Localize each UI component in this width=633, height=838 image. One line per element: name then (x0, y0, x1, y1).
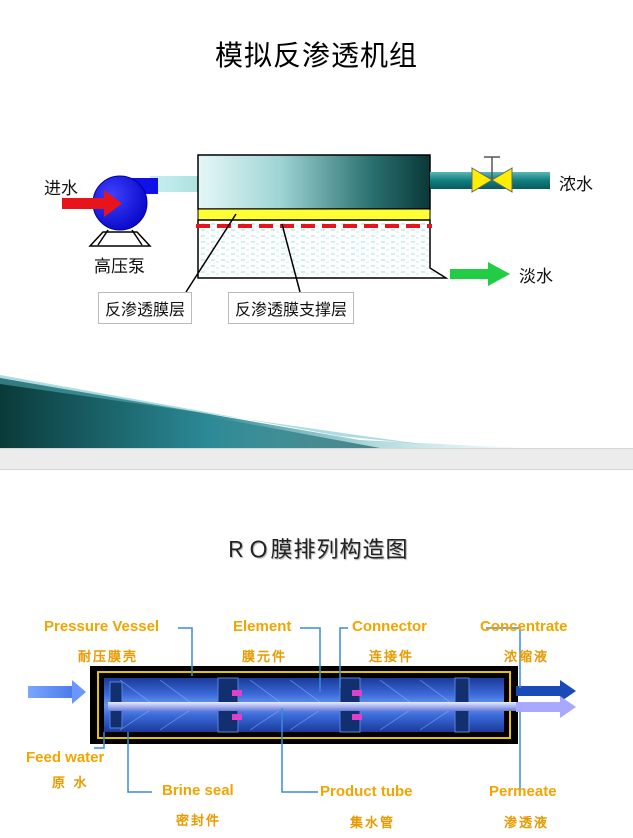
leader-lines (94, 627, 521, 793)
slide-separator (0, 448, 633, 470)
permeate-en-label: Permeate (489, 783, 557, 800)
ro-chamber (197, 154, 431, 210)
feed-arrow (62, 190, 122, 217)
permeate-out-arrow (516, 696, 576, 718)
decorative-swoosh (0, 370, 520, 448)
permeate-label: 淡水 (519, 267, 553, 287)
product-tube-label: Product tube (320, 783, 413, 800)
brine-seal-label: Brine seal (162, 782, 234, 799)
concentrate-en-label: Concentrate (480, 618, 568, 635)
product-tube-cn-label: 集水管 (350, 816, 396, 831)
valve-icon (471, 156, 513, 193)
concentrate-cn-label: 浓缩液 (504, 650, 550, 665)
membrane-pointer (185, 213, 237, 293)
permeate-cn-label: 渗透液 (504, 816, 550, 831)
brine-seal-cn-label: 密封件 (176, 814, 222, 829)
inlet-pipe (150, 176, 200, 192)
support-pointer (281, 223, 301, 293)
pressure-vessel-cn-label: 耐压膜壳 (78, 650, 139, 665)
slide-ro-arrangement: ＲＯ膜排列构造图 (0, 470, 633, 838)
brine-seals (232, 690, 362, 720)
slide1-title: 模拟反渗透机组 (214, 39, 418, 72)
product-tube (108, 702, 518, 711)
feed-water-cn-label: 原 水 (52, 776, 89, 791)
connector-cn-label: 连接件 (369, 650, 415, 665)
ro-unit-diagram (0, 154, 550, 448)
feed-label: 进水 (44, 179, 78, 199)
ro-vessel-diagram (28, 627, 576, 793)
connector-label: Connector (352, 618, 427, 635)
feed-water-arrow (28, 680, 86, 704)
permeate-arrow (450, 262, 510, 286)
pump-label: 高压泵 (94, 257, 145, 277)
membrane-texture (119, 679, 451, 731)
pressure-vessel-label: Pressure Vessel (44, 618, 160, 635)
feed-water-label: Feed water (26, 749, 105, 766)
high-pressure-pump (88, 175, 158, 247)
permeate-chamber (197, 219, 449, 279)
element-cn-label: 膜元件 (242, 650, 288, 665)
concentrate-arrow (516, 680, 576, 702)
concentrate-label: 浓水 (559, 175, 593, 195)
slide-ro-unit: 模拟反渗透机组 (0, 39, 593, 448)
element-label: Element (233, 618, 292, 635)
slide2-title: ＲＯ膜排列构造图 (224, 538, 409, 563)
membrane-layer-label: 反渗透膜层 (98, 292, 193, 324)
support-layer-label: 反渗透膜支撑层 (228, 292, 355, 324)
